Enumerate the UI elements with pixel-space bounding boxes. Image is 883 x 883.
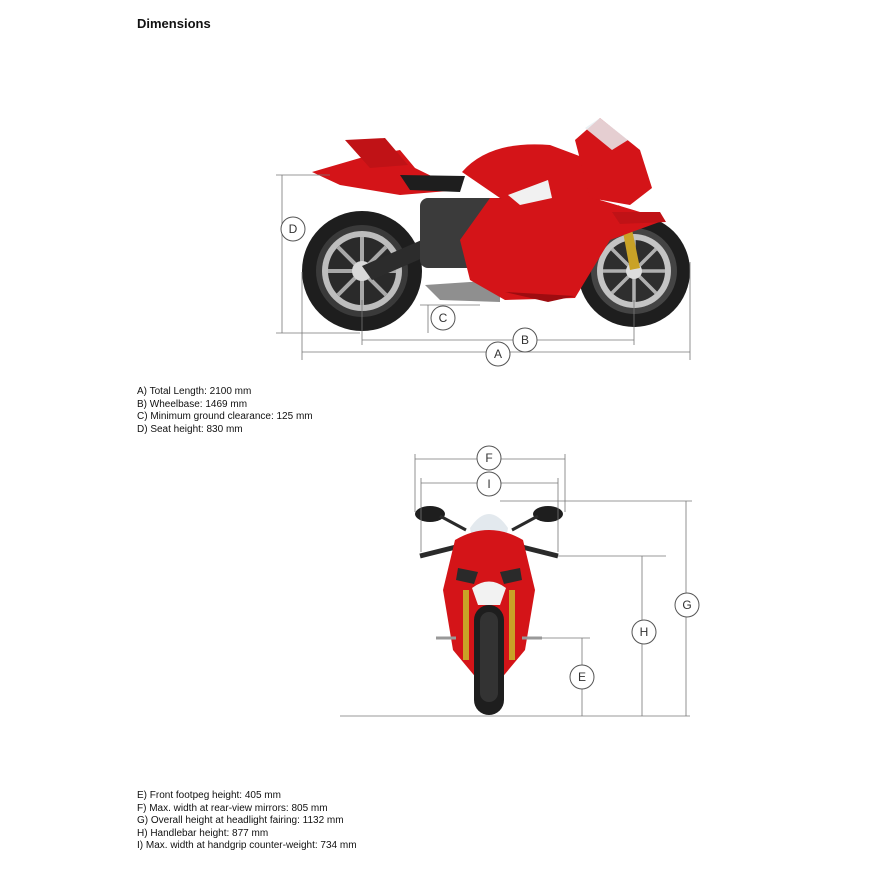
spec-ground-clearance: C) Minimum ground clearance: 125 mm xyxy=(137,411,313,423)
svg-text:A: A xyxy=(494,347,502,361)
spec-total-length: A) Total Length: 2100 mm xyxy=(137,386,252,397)
label-e: E xyxy=(569,664,595,690)
spec-handgrip-width: I) Max. width at handgrip counter-weight… xyxy=(137,840,357,852)
front-view-motorcycle-illustration xyxy=(415,506,563,715)
side-view-specs-list: A) Total Length: 2100 mm B) Wheelbase: 1… xyxy=(137,386,313,436)
spec-overall-height: G) Overall height at headlight fairing: … xyxy=(137,815,344,827)
label-g: G xyxy=(674,592,700,618)
svg-text:G: G xyxy=(682,598,691,612)
front-view-specs-list: E) Front footpeg height: 405 mm F) Max. … xyxy=(137,790,357,853)
label-b: B xyxy=(512,327,538,353)
svg-text:D: D xyxy=(289,222,298,236)
page-title: Dimensions xyxy=(137,16,211,31)
svg-text:E: E xyxy=(578,670,586,684)
spec-footpeg-height: E) Front footpeg height: 405 mm xyxy=(137,790,281,801)
side-view-motorcycle-illustration xyxy=(302,118,690,331)
label-a: A xyxy=(485,341,511,367)
label-d: D xyxy=(280,216,306,242)
front-view-dimension-lines xyxy=(340,454,692,717)
spec-seat-height: D) Seat height: 830 mm xyxy=(137,423,243,435)
svg-text:B: B xyxy=(521,333,529,347)
spec-mirror-width: F) Max. width at rear-view mirrors: 805 … xyxy=(137,802,328,814)
svg-text:H: H xyxy=(640,625,649,639)
label-f: F xyxy=(476,445,502,471)
svg-text:C: C xyxy=(439,311,448,325)
svg-text:I: I xyxy=(487,477,490,491)
label-i: I xyxy=(476,471,502,497)
spec-handlebar-height: H) Handlebar height: 877 mm xyxy=(137,827,269,839)
svg-text:F: F xyxy=(485,451,492,465)
label-c: C xyxy=(430,305,456,331)
spec-wheelbase: B) Wheelbase: 1469 mm xyxy=(137,398,248,410)
label-h: H xyxy=(631,619,657,645)
